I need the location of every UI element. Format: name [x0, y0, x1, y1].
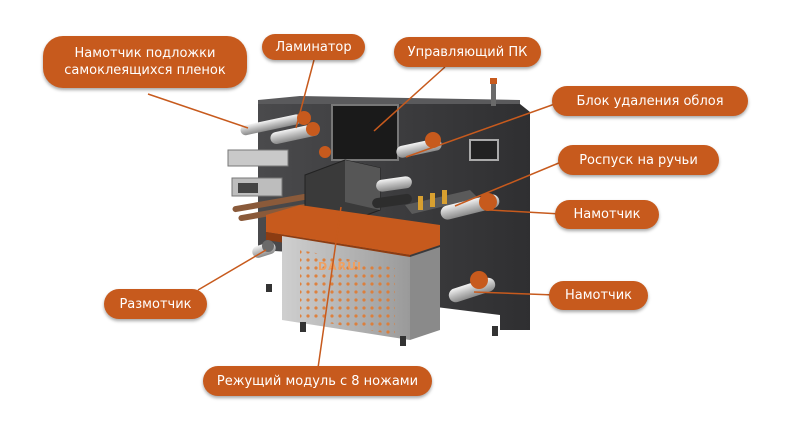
control-pc-screen — [331, 104, 399, 161]
laminator-roller — [270, 122, 320, 144]
nip-roller — [376, 176, 412, 192]
callout-liner-rewinder-line1: Намотчик подложки — [74, 46, 216, 61]
foot-3 — [492, 326, 498, 336]
foot-2 — [400, 336, 406, 346]
callout-rewinder-2: Намотчик — [549, 281, 648, 310]
slitting-bar — [405, 190, 478, 214]
cabinet-pattern — [300, 250, 395, 335]
base-cabinet-side — [410, 247, 440, 340]
laminator-rack-slot — [238, 183, 258, 193]
cutting-module-side — [345, 160, 380, 210]
slitting-knife-3 — [442, 190, 447, 204]
leader-laminator — [295, 59, 315, 129]
anvil-roller — [372, 193, 412, 209]
rewinder-2-roller — [448, 271, 496, 303]
leader-waste-removal — [405, 99, 567, 158]
callout-rewinder-1: Намотчик — [555, 200, 659, 229]
leader-slitting — [454, 159, 567, 207]
leader-rewinder-1 — [489, 209, 562, 215]
rewinder-1-roller — [440, 193, 500, 220]
waste-roller — [396, 132, 442, 158]
callout-liner-rewinder: Намотчик подложки самоклеящихся пленок — [43, 36, 247, 88]
foot-1 — [300, 322, 306, 332]
leader-cutting-module — [317, 206, 342, 369]
callout-control-pc: Управляющий ПК — [394, 37, 541, 67]
leader-rewinder-2 — [473, 291, 556, 296]
foot-4 — [266, 284, 272, 292]
leader-liner-rewinder — [147, 93, 249, 129]
web-roller-1 — [232, 193, 312, 213]
callout-laminator: Ламинатор — [262, 34, 365, 60]
callout-slitting: Роспуск на ручьи — [558, 145, 719, 175]
laminator-rack-top — [227, 149, 289, 167]
guide-roller-hub — [319, 146, 331, 158]
liner-rewinder-roller — [240, 111, 311, 136]
callout-unwinder: Размотчик — [104, 289, 207, 319]
signal-tower — [491, 80, 496, 106]
callout-waste-removal: Блок удаления облоя — [552, 86, 748, 116]
touch-panel — [469, 139, 499, 161]
leader-unwinder — [197, 249, 267, 291]
slitting-knife-1 — [418, 196, 423, 210]
slitting-knife-2 — [430, 193, 435, 207]
leader-control-pc — [373, 66, 446, 132]
signal-light — [490, 78, 497, 84]
leader-lines — [147, 59, 567, 369]
callout-cutting-module: Режущий модуль с 8 ножами — [203, 366, 432, 396]
brand-logo: DARUI — [318, 260, 362, 273]
callout-liner-rewinder-line2: самоклеящихся пленок — [64, 63, 226, 78]
orange-deck — [266, 205, 440, 255]
frame-top — [258, 96, 520, 104]
